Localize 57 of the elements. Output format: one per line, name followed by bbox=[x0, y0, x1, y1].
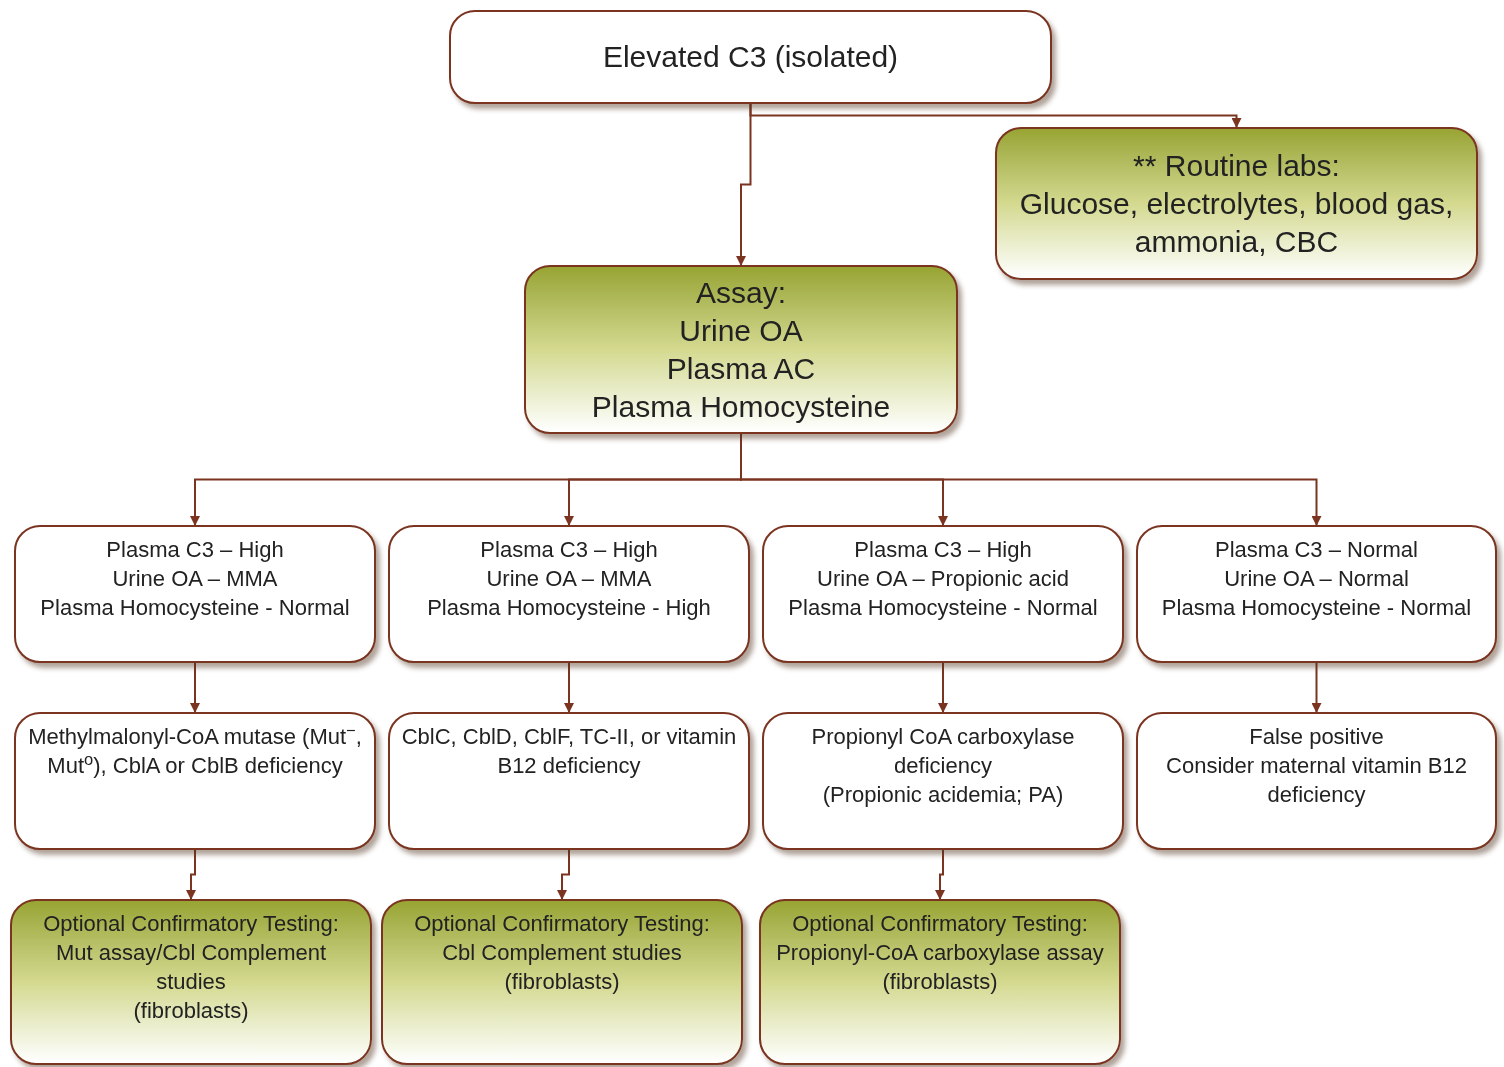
box-text: CblC, CblD, CblF, TC-II, or vitamin B12 deficiency bbox=[400, 723, 738, 780]
box-text: Plasma Homocysteine - Normal bbox=[1161, 594, 1472, 622]
arrow bbox=[749, 103, 1242, 128]
box-text: Urine OA – Normal bbox=[1224, 565, 1409, 593]
arrow bbox=[1311, 662, 1322, 713]
box-text: Elevated C3 (isolated) bbox=[602, 39, 899, 75]
arrow bbox=[938, 662, 948, 713]
arrow bbox=[190, 662, 200, 713]
box-text: Optional Confirmatory Testing: bbox=[43, 910, 339, 938]
box-text: Urine OA – Propionic acid bbox=[817, 565, 1069, 593]
arrow bbox=[557, 849, 570, 900]
box-text: (Propionic acidemia; PA) bbox=[822, 781, 1064, 809]
process-box bbox=[449, 10, 1052, 104]
box-text: Plasma C3 – Normal bbox=[1215, 536, 1418, 564]
box-text: Plasma Homocysteine bbox=[591, 388, 891, 425]
box-text: Urine OA – MMA bbox=[486, 565, 652, 593]
process-box bbox=[1136, 525, 1497, 663]
process-box bbox=[14, 712, 376, 850]
box-text: Mut assay/Cbl Complement studies bbox=[54, 939, 328, 996]
process-box bbox=[388, 712, 750, 850]
box-text: Plasma C3 – High bbox=[854, 536, 1032, 564]
box-text: False positive bbox=[1249, 723, 1384, 751]
box-text: Assay: bbox=[696, 274, 786, 311]
box-text: Plasma Homocysteine - High bbox=[427, 594, 711, 622]
process-box bbox=[762, 712, 1124, 850]
arrow bbox=[935, 849, 945, 900]
box-text: Plasma Homocysteine - Normal bbox=[40, 594, 350, 622]
box-text: Propionyl CoA carboxylase deficiency bbox=[810, 723, 1076, 780]
box-text: (fibroblasts) bbox=[133, 997, 249, 1025]
box-text: Urine OA bbox=[679, 312, 803, 349]
highlighted-box bbox=[10, 899, 372, 1065]
arrow bbox=[564, 662, 574, 713]
box-text: Plasma Homocysteine - Normal bbox=[788, 594, 1098, 622]
process-box bbox=[1136, 712, 1497, 850]
box-text: Methylmalonyl-CoA mutase (Mut$^{−}$, Mut$^{o}$), CblA or CblB deficiency bbox=[27, 722, 363, 780]
process-box bbox=[762, 525, 1124, 663]
box-text: Urine OA – MMA bbox=[112, 565, 278, 593]
box-text: Consider maternal vitamin B12 bbox=[1166, 752, 1467, 780]
box-text: Plasma C3 – High bbox=[106, 536, 284, 564]
box-text: deficiency bbox=[1267, 781, 1366, 809]
box-text: Propionyl-CoA carboxylase assay bbox=[776, 939, 1104, 967]
box-text: (fibroblasts) bbox=[504, 968, 620, 996]
highlighted-box bbox=[381, 899, 743, 1065]
highlighted-box bbox=[759, 899, 1121, 1065]
highlighted-box bbox=[524, 265, 958, 434]
box-text: Optional Confirmatory Testing: bbox=[414, 910, 710, 938]
box-text: Optional Confirmatory Testing: bbox=[792, 910, 1088, 938]
arrow bbox=[186, 849, 196, 900]
box-text: Plasma AC bbox=[666, 350, 816, 387]
highlighted-box bbox=[995, 127, 1478, 280]
process-box bbox=[14, 525, 376, 663]
box-text: Cbl Complement studies bbox=[442, 939, 682, 967]
box-text: Plasma C3 – High bbox=[480, 536, 658, 564]
process-box bbox=[388, 525, 750, 663]
box-text: Glucose, electrolytes, blood gas, ammonia, CBC bbox=[1018, 185, 1455, 260]
box-text: (fibroblasts) bbox=[882, 968, 998, 996]
box-text: ** Routine labs: bbox=[1133, 147, 1340, 184]
